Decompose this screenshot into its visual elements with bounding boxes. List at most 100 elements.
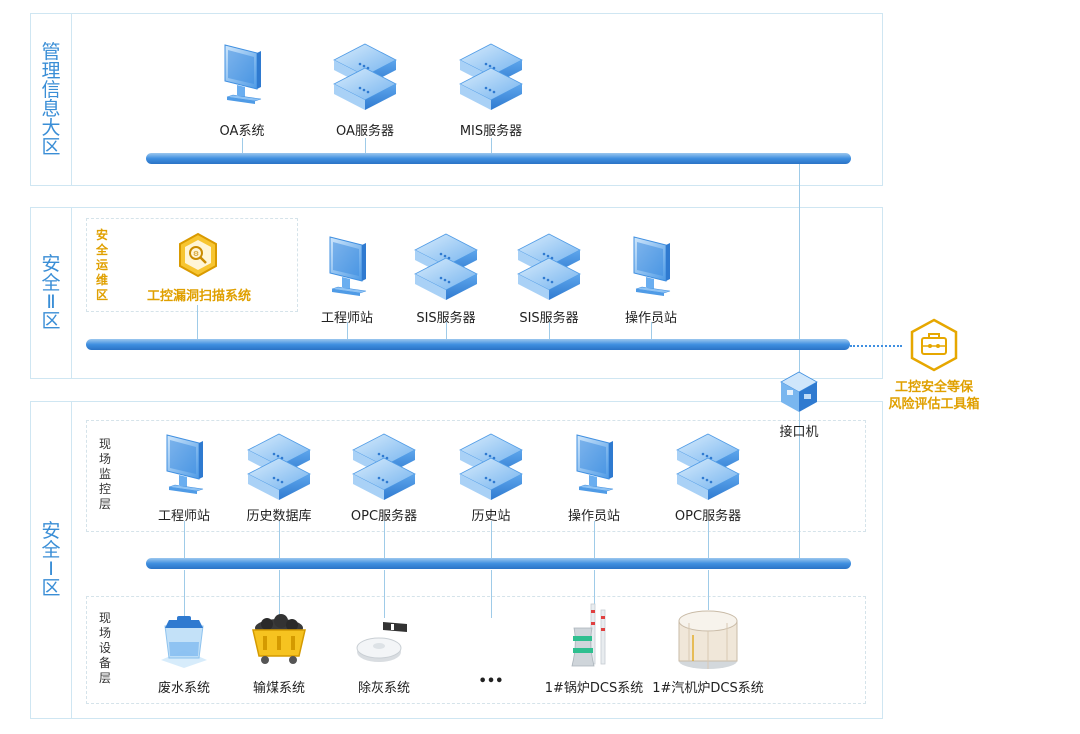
vertical-label-char: 理: [41, 59, 61, 82]
ops-area-box: [86, 218, 298, 312]
link-scan-system: [197, 305, 198, 341]
device-history-station-label: 历史站: [471, 509, 511, 524]
link-history-station: [491, 521, 492, 561]
vertical-label-char: 运: [96, 258, 109, 272]
device-oa-server-label: OA服务器: [336, 124, 394, 139]
field-boiler-dcs-label: 1#锅炉DCS系统: [544, 681, 644, 696]
server-icon: [456, 432, 526, 502]
monitor-layer-box: [86, 420, 866, 532]
vertical-label-char: 层: [99, 497, 112, 511]
interface-machine-label: 接口机: [779, 425, 819, 440]
link-oa-server: [365, 138, 366, 156]
device-mis-server-label: MIS服务器: [459, 124, 523, 139]
device-op-station-1-label: 操作员站: [567, 509, 620, 524]
vertical-label-char: 场: [99, 452, 112, 466]
ops-vulnerability-scan-label: 工控漏洞扫描系统: [147, 289, 252, 304]
device-oa-system-label: OA系统: [219, 124, 265, 139]
coal-cart-icon: [252, 614, 306, 664]
server-icon: [330, 42, 400, 112]
vulnerability-scan-icon: ⚙: [179, 232, 217, 278]
server-icon: [514, 232, 584, 302]
ellipsis-icon: •••: [478, 674, 504, 689]
monitor-icon: [159, 430, 209, 502]
toolbox-icon: [910, 318, 958, 372]
vertical-label-char: 现: [99, 611, 112, 625]
server-icon: [411, 232, 481, 302]
link-turbine: [708, 570, 709, 610]
toolbox-label-line1: 工控安全等保: [894, 380, 973, 395]
device-eng-station-2-label: 工程师站: [320, 311, 373, 326]
vertical-label-char: 层: [99, 671, 112, 685]
device-opc-server-1-label: OPC服务器: [350, 509, 418, 524]
link-ash: [384, 570, 385, 618]
link-oa-system: [242, 138, 243, 156]
server-icon: [244, 432, 314, 502]
zone-management: 管理信息大区: [30, 13, 883, 186]
device-layer-label: 现场设备层: [99, 611, 111, 686]
link-history-db: [279, 521, 280, 561]
monitor-icon: [217, 40, 267, 112]
vertical-label-char: 信: [41, 78, 61, 101]
boiler-icon: [571, 603, 606, 667]
device-opc-server-2-label: OPC服务器: [674, 509, 742, 524]
vertical-label-char: 大: [41, 116, 61, 139]
link-boiler: [594, 570, 595, 618]
device-sis-server-1-label: SIS服务器: [416, 311, 476, 326]
vertical-label-char: 维: [96, 273, 109, 287]
vertical-label-char: 监: [99, 467, 112, 481]
monitor-layer-label: 现场监控层: [99, 437, 111, 512]
vertical-label-char: 安: [96, 228, 109, 242]
link-eng-station-2: [347, 322, 348, 341]
vertical-label-char: 管: [41, 40, 61, 63]
link-sis-1: [446, 322, 447, 341]
zone-management-label-col: 管理信息大区: [31, 14, 72, 185]
device-layer-box: [86, 596, 866, 704]
link-ellipsis: [491, 570, 492, 618]
link-op-station-1: [594, 521, 595, 561]
toolbox-dotted-link: [850, 345, 902, 348]
link-opc-1: [384, 521, 385, 561]
vertical-label-char: 备: [99, 656, 112, 670]
vertical-label-char: Ⅱ: [46, 291, 56, 313]
bus-safety-1: [146, 558, 851, 569]
link-op-station-2: [651, 322, 652, 341]
vertical-label-char: 全: [41, 539, 61, 561]
vertical-label-char: 区: [41, 577, 61, 599]
vertical-label-char: 区: [96, 288, 109, 302]
vertical-label-char: 全: [41, 272, 61, 294]
bus-management: [146, 153, 851, 164]
vertical-label-char: 场: [99, 626, 112, 640]
zone-management-label: 管理信息大区: [41, 40, 61, 157]
link-mis-server: [491, 138, 492, 156]
vertical-label-char: 现: [99, 437, 112, 451]
vertical-label-char: Ⅰ: [48, 558, 54, 580]
vertical-label-char: 设: [99, 641, 112, 655]
svg-text:⚙: ⚙: [193, 250, 199, 258]
monitor-icon: [322, 232, 372, 304]
toolbox-label-line2: 风险评估工具箱: [888, 397, 980, 412]
interface-machine-icon: [780, 371, 818, 412]
link-sis-2: [549, 322, 550, 341]
ash-removal-icon: [356, 622, 407, 662]
link-eng-station-1: [184, 521, 185, 561]
field-ash-removal-label: 除灰系统: [357, 681, 410, 696]
link-opc-2: [708, 521, 709, 561]
link-interface-trunk: [799, 160, 800, 374]
vertical-label-char: 息: [41, 97, 61, 120]
field-coal-conveying-label: 输煤系统: [252, 681, 305, 696]
turbine-tank-icon: [678, 610, 738, 669]
vertical-label-char: 控: [99, 482, 112, 496]
server-icon: [673, 432, 743, 502]
field-turbine-dcs-label: 1#汽机炉DCS系统: [652, 681, 764, 696]
bus-safety-2: [86, 339, 850, 350]
wastewater-icon: [161, 616, 207, 668]
ops-area-label: 安全运维区: [96, 228, 108, 303]
monitor-icon: [626, 232, 676, 304]
link-wastewater: [184, 570, 185, 618]
field-wastewater-label: 废水系统: [157, 681, 210, 696]
server-icon: [456, 42, 526, 112]
